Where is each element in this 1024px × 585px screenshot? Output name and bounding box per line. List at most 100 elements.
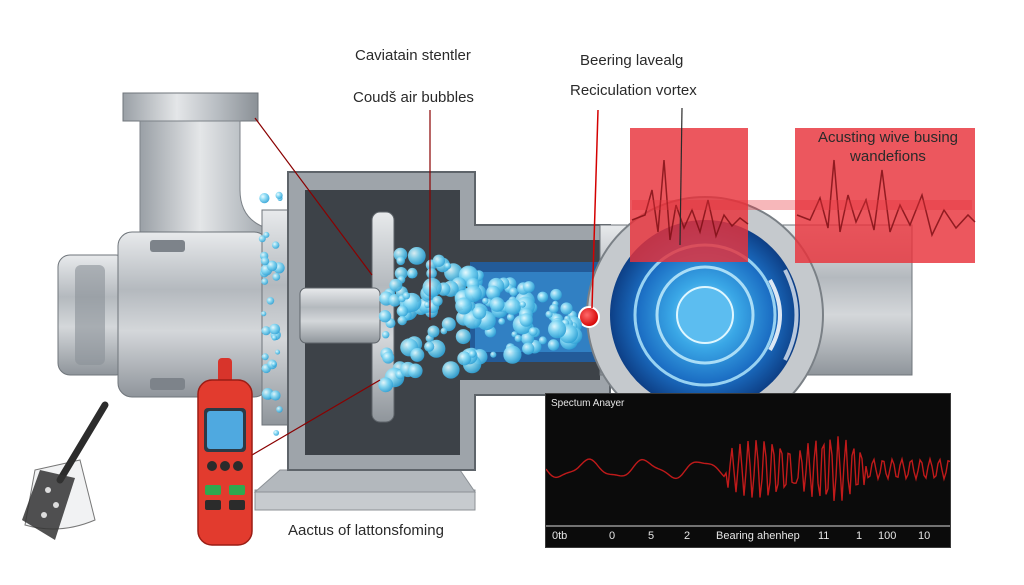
bubble xyxy=(422,277,442,298)
bubble xyxy=(388,294,402,307)
label-bearing: Beering lavealg xyxy=(580,52,684,69)
bubble xyxy=(545,310,553,318)
bubble xyxy=(410,347,425,362)
vibration-meter xyxy=(197,358,253,546)
bubble xyxy=(272,273,281,281)
bubble xyxy=(528,327,538,336)
bubble xyxy=(482,297,489,305)
label-bottom-caption: Aactus of lattonsfoming xyxy=(288,522,444,539)
bubble xyxy=(261,326,271,336)
bubble xyxy=(441,317,456,332)
analyzer-tick-0: 0tb xyxy=(552,530,568,542)
bubble xyxy=(266,297,275,305)
bubble xyxy=(509,287,518,297)
bubble xyxy=(514,334,522,342)
bubble xyxy=(272,241,280,249)
inlet-flange xyxy=(122,92,259,122)
analyzer-tick-1: 0 xyxy=(609,530,616,542)
bubble xyxy=(457,351,472,366)
label-vortex: Reciculation vortex xyxy=(570,82,697,99)
analyzer-tick-3: 2 xyxy=(684,530,691,542)
leader-vortex xyxy=(679,107,683,246)
bubble xyxy=(378,310,392,323)
bubble xyxy=(547,339,560,351)
bubble xyxy=(271,361,277,367)
analyzer-tick-8: 10 xyxy=(918,530,931,542)
bubble xyxy=(549,304,559,314)
label-acoustic-wave: Acusting wive busing wandefions xyxy=(788,128,988,166)
bubble xyxy=(490,351,497,358)
bubble xyxy=(271,335,278,341)
analyzer-plot xyxy=(546,436,950,527)
bubble xyxy=(426,268,437,279)
analyzer-tick-2: 5 xyxy=(648,530,655,542)
bearing-sensor-dot xyxy=(578,306,600,328)
bubble xyxy=(389,278,403,292)
bubble xyxy=(269,323,281,335)
bubble xyxy=(263,231,270,238)
analyzer-tick-6: 1 xyxy=(856,530,863,542)
bubble xyxy=(276,406,283,413)
bubble xyxy=(455,297,473,315)
bubble xyxy=(498,318,506,325)
shaft xyxy=(299,287,381,344)
bubble xyxy=(504,298,521,315)
acoustic-probe xyxy=(22,401,109,540)
bubble xyxy=(432,295,443,307)
bubble xyxy=(407,247,426,265)
wave-panel-left xyxy=(630,128,748,262)
bubble xyxy=(455,329,471,345)
bubble xyxy=(266,260,278,272)
bubble xyxy=(537,291,549,303)
bubble xyxy=(407,267,418,279)
bubble xyxy=(548,320,567,339)
bubble xyxy=(260,256,270,266)
bubble xyxy=(397,315,407,326)
bubble xyxy=(486,285,501,300)
bubble xyxy=(273,430,280,436)
leader-cavitation xyxy=(254,117,373,276)
bubble xyxy=(258,235,266,243)
bubble xyxy=(275,349,281,355)
base-plate xyxy=(254,489,476,511)
bubble xyxy=(394,267,408,280)
bubble xyxy=(444,262,452,270)
bubble xyxy=(275,191,283,199)
bubble xyxy=(396,256,406,266)
bubble xyxy=(424,341,435,352)
analyzer-tick-4: Bearing ahenhep xyxy=(716,530,800,542)
base-foot xyxy=(253,469,476,493)
bubble xyxy=(521,332,535,345)
bubble xyxy=(427,325,440,338)
bubble xyxy=(519,301,526,308)
bubble xyxy=(402,292,411,300)
bubble xyxy=(506,313,515,321)
bubble xyxy=(432,254,446,267)
analyzer-tick-5: 11 xyxy=(818,530,830,542)
bubble xyxy=(489,297,505,312)
bubble xyxy=(503,345,522,364)
bubble xyxy=(393,247,408,262)
bubble xyxy=(523,281,535,293)
bubble xyxy=(259,193,270,204)
bubble xyxy=(519,313,533,327)
analyzer-tick-7: 100 xyxy=(878,530,897,542)
bubble xyxy=(472,305,487,320)
bubble xyxy=(550,288,562,301)
bubble xyxy=(464,285,482,303)
bubble xyxy=(440,327,448,335)
bubble xyxy=(382,331,390,339)
label-acoustic-wave-line2: wandefions xyxy=(850,148,926,165)
leader-meter xyxy=(251,379,381,456)
bubble xyxy=(261,311,267,317)
label-cavitation: Caviatain stentler xyxy=(355,47,471,64)
bubble xyxy=(522,342,535,355)
bubble xyxy=(538,336,547,345)
leader-bearing xyxy=(591,109,599,309)
label-air-bubbles: Coudš air bubbles xyxy=(353,89,474,106)
wave-trace-right xyxy=(796,159,976,238)
bubble xyxy=(408,363,423,379)
